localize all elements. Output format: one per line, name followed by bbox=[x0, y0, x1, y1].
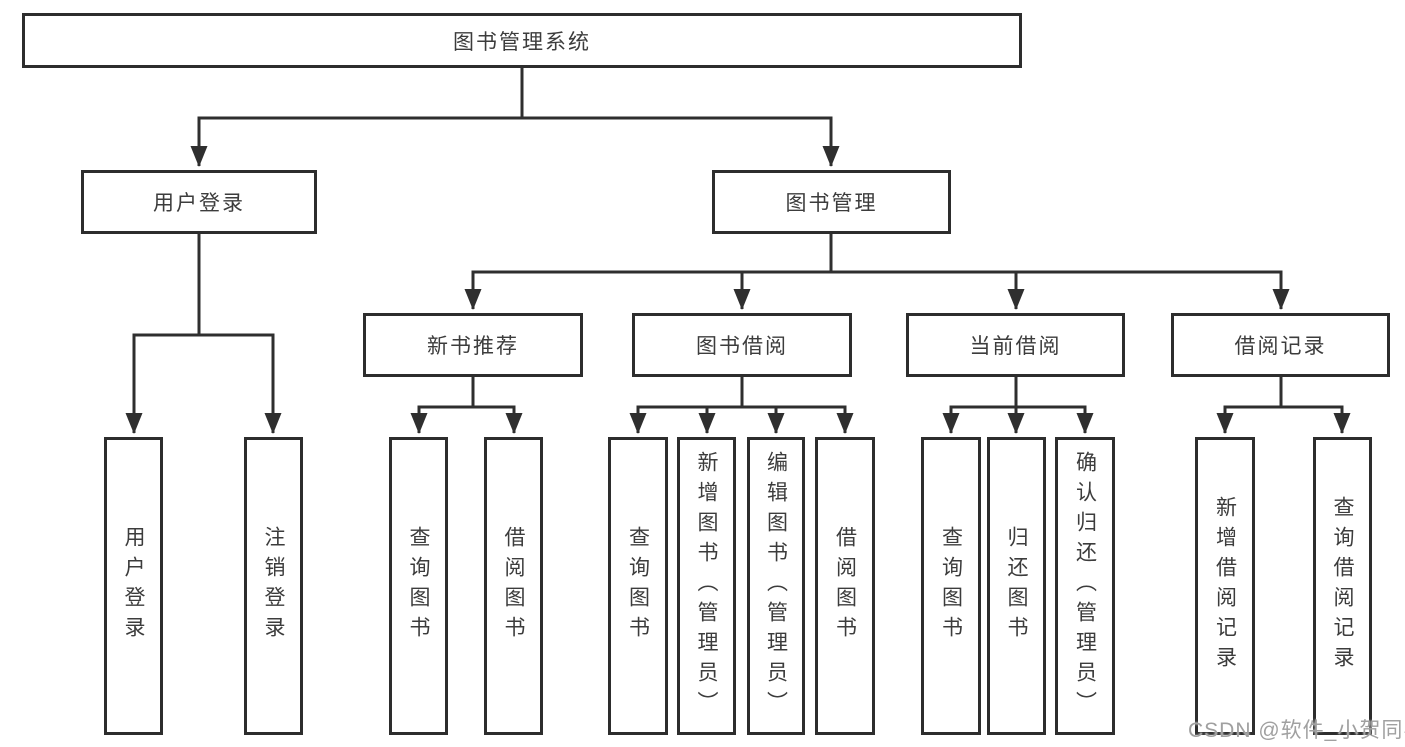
leaf-borrowing-borrow-books: 借阅图书 bbox=[815, 437, 875, 735]
connector-newbooks-to-query bbox=[410, 377, 475, 434]
leaf-add-book-admin: 新增图书（管理员） bbox=[677, 437, 736, 735]
leaf-newbooks-query-books: 查询图书 bbox=[389, 437, 448, 735]
node-book-borrowing: 图书借阅 bbox=[632, 313, 852, 377]
node-user-login: 用户登录 bbox=[81, 170, 317, 234]
leaf-return-book-label: 归还图书 bbox=[1005, 526, 1028, 646]
leaf-logout-label: 注销登录 bbox=[262, 526, 285, 646]
connector-bookmgmt-to-bookborrow bbox=[733, 234, 833, 310]
leaf-logout: 注销登录 bbox=[244, 437, 303, 735]
leaf-user-login-label: 用户登录 bbox=[122, 526, 145, 646]
connector-newbooks-to-borrow bbox=[471, 377, 523, 434]
connector-bookborrow-to-query bbox=[629, 377, 744, 434]
connector-bookborrow-to-add bbox=[698, 377, 744, 434]
leaf-user-login: 用户登录 bbox=[104, 437, 163, 735]
connector-records-to-add bbox=[1216, 377, 1283, 434]
leaf-borrowing-borrow-books-label: 借阅图书 bbox=[833, 526, 857, 646]
connector-records-to-query bbox=[1279, 377, 1351, 434]
leaf-borrowing-query-books: 查询图书 bbox=[608, 437, 668, 735]
connector-root-to-book-management bbox=[520, 68, 840, 167]
leaf-add-book-admin-label: 新增图书（管理员） bbox=[695, 451, 718, 721]
watermark: CSDN @软件_小贺同学 bbox=[1188, 719, 1405, 742]
leaf-add-borrow-record: 新增借阅记录 bbox=[1195, 437, 1255, 735]
connector-root-to-user-login bbox=[190, 68, 524, 167]
node-root-library-system: 图书管理系统 bbox=[22, 13, 1022, 68]
leaf-edit-book-admin-label: 编辑图书（管理员） bbox=[764, 451, 788, 721]
leaf-query-borrow-record: 查询借阅记录 bbox=[1313, 437, 1372, 735]
leaf-current-query-books-label: 查询图书 bbox=[939, 526, 963, 646]
connector-userlogin-to-leaf-login bbox=[125, 234, 201, 434]
connector-bookborrow-to-borrow bbox=[740, 377, 854, 434]
leaf-edit-book-admin: 编辑图书（管理员） bbox=[747, 437, 805, 735]
connector-currentborrow-to-confirm bbox=[1014, 377, 1094, 434]
leaf-return-book: 归还图书 bbox=[987, 437, 1046, 735]
leaf-newbooks-borrow-books: 借阅图书 bbox=[484, 437, 543, 735]
leaf-borrowing-query-books-label: 查询图书 bbox=[626, 526, 650, 646]
connector-currentborrow-to-query bbox=[942, 377, 1018, 434]
node-current-borrowing: 当前借阅 bbox=[906, 313, 1125, 377]
connector-bookmgmt-to-borrowrecords bbox=[829, 234, 1290, 310]
leaf-newbooks-borrow-books-label: 借阅图书 bbox=[502, 526, 525, 646]
connector-userlogin-to-leaf-logout bbox=[197, 234, 282, 434]
connector-bookborrow-to-edit bbox=[740, 377, 785, 434]
leaf-confirm-return-admin: 确认归还（管理员） bbox=[1055, 437, 1115, 735]
leaf-current-query-books: 查询图书 bbox=[921, 437, 981, 735]
node-new-book-recommendation: 新书推荐 bbox=[363, 313, 583, 377]
node-book-management: 图书管理 bbox=[712, 170, 951, 234]
node-borrowing-records: 借阅记录 bbox=[1171, 313, 1390, 377]
leaf-confirm-return-admin-label: 确认归还（管理员） bbox=[1073, 451, 1097, 721]
leaf-newbooks-query-books-label: 查询图书 bbox=[407, 526, 430, 646]
leaf-add-borrow-record-label: 新增借阅记录 bbox=[1213, 496, 1237, 676]
leaf-query-borrow-record-label: 查询借阅记录 bbox=[1331, 496, 1354, 676]
